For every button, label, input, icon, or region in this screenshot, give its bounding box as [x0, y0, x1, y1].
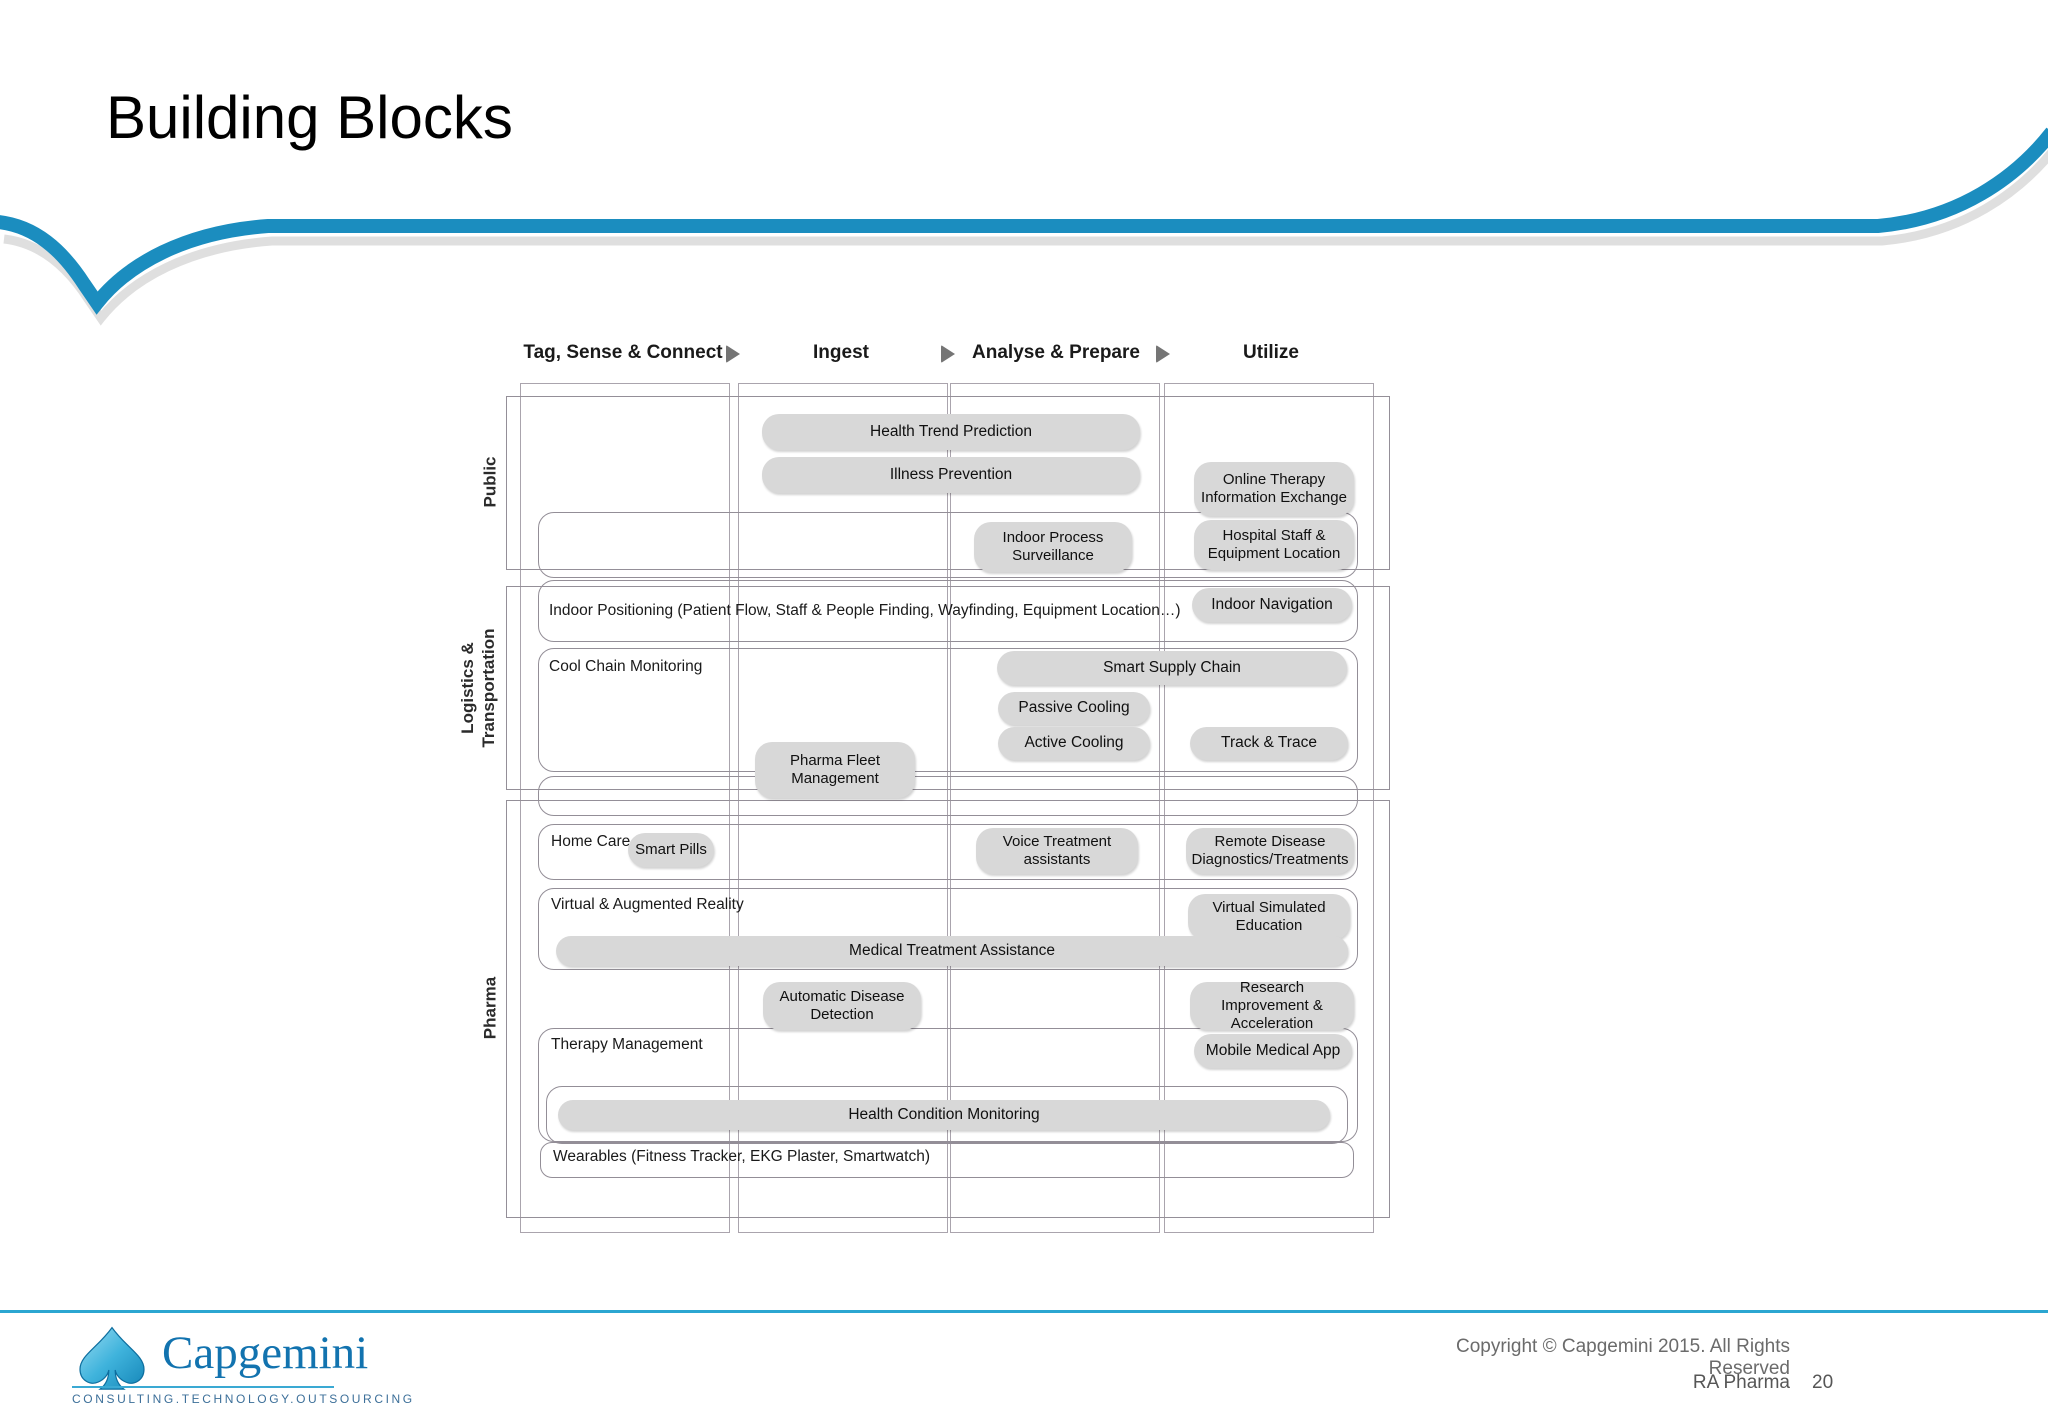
block-active-cooling: Active Cooling — [998, 727, 1150, 760]
group-box-health-condition — [546, 1086, 1348, 1144]
group-label-home-care: Home Care — [551, 833, 631, 850]
block-remote-disease-diagnostics: Remote Disease Diagnostics/Treatments — [1186, 828, 1354, 874]
block-track-trace: Track & Trace — [1190, 727, 1348, 760]
column-box-analyse-prepare — [950, 383, 1160, 1233]
document-label: RA Pharma — [1692, 1372, 1790, 1393]
capgemini-wordmark: Capgemini — [162, 1327, 369, 1379]
group-box-home-care — [538, 824, 1358, 880]
block-indoor-process-surveillance: Indoor Process Surveillance — [974, 522, 1132, 572]
group-label-therapy-management: Therapy Management — [551, 1036, 703, 1053]
capgemini-tagline: CONSULTING.TECHNOLOGY.OUTSOURCING — [72, 1392, 415, 1406]
logo-underline — [72, 1386, 334, 1388]
column-header-tag-sense-connect: Tag, Sense & Connect — [523, 342, 723, 363]
row-box-logistics — [506, 586, 1390, 790]
swoosh-divider — [0, 127, 2048, 326]
block-illness-prevention: Illness Prevention — [762, 457, 1140, 493]
group-box-cool-chain — [538, 648, 1358, 772]
group-box-public-surveillance — [538, 512, 1358, 578]
flow-arrow-icon — [1156, 345, 1170, 363]
row-label-logistics-transportation: Logistics & Transportation — [457, 628, 498, 748]
block-virtual-simulated-education: Virtual Simulated Education — [1188, 894, 1350, 940]
block-smart-supply-chain: Smart Supply Chain — [997, 651, 1347, 685]
page-title: Building Blocks — [106, 84, 513, 151]
column-box-tag-sense-connect — [520, 383, 730, 1233]
column-header-utilize: Utilize — [1243, 342, 1299, 363]
block-automatic-disease-detection: Automatic Disease Detection — [763, 982, 921, 1030]
column-header-ingest: Ingest — [813, 342, 869, 363]
row-box-pharma — [506, 800, 1390, 1218]
group-box-fleet — [538, 776, 1358, 816]
column-box-ingest — [738, 383, 948, 1233]
flow-arrow-icon — [941, 345, 955, 363]
block-voice-treatment-assistants: Voice Treatment assistants — [976, 828, 1138, 874]
group-label-wearables: Wearables (Fitness Tracker, EKG Plaster,… — [553, 1148, 931, 1165]
capgemini-logo: Capgemini CONSULTING.TECHNOLOGY.OUTSOURC… — [72, 1322, 412, 1412]
block-smart-pills: Smart Pills — [628, 833, 714, 867]
footer-rule — [0, 1310, 2048, 1313]
column-box-utilize — [1164, 383, 1374, 1233]
group-label-indoor-positioning: Indoor Positioning (Patient Flow, Staff … — [549, 602, 1181, 619]
row-label-public: Public — [480, 456, 500, 508]
block-passive-cooling: Passive Cooling — [998, 692, 1150, 725]
block-pharma-fleet-management: Pharma Fleet Management — [755, 742, 915, 798]
group-box-therapy-management — [538, 1028, 1358, 1142]
capgemini-spade-icon — [79, 1326, 145, 1390]
block-mobile-medical-app: Mobile Medical App — [1194, 1034, 1352, 1068]
flow-arrow-icon — [726, 345, 740, 363]
row-label-pharma: Pharma — [480, 976, 500, 1040]
group-label-cool-chain: Cool Chain Monitoring — [549, 658, 703, 675]
block-health-condition-monitoring: Health Condition Monitoring — [558, 1100, 1330, 1130]
block-hospital-staff-equipment-location: Hospital Staff & Equipment Location — [1194, 520, 1354, 570]
copyright-text: Copyright © Capgemini 2015. All Rights R… — [1455, 1336, 1790, 1379]
block-indoor-navigation: Indoor Navigation — [1192, 588, 1352, 622]
block-medical-treatment-assistance: Medical Treatment Assistance — [556, 936, 1348, 966]
row-box-public — [506, 396, 1390, 570]
column-header-analyse-prepare: Analyse & Prepare — [972, 342, 1140, 363]
group-box-indoor-positioning — [538, 580, 1358, 642]
block-research-improvement-acceleration: Research Improvement & Acceleration — [1190, 979, 1354, 1032]
group-box-virtual-augmented — [538, 888, 1358, 970]
group-box-wearables — [540, 1142, 1354, 1178]
block-online-therapy-information-exchange: Online Therapy Information Exchange — [1194, 462, 1354, 516]
page-number: 20 — [1812, 1372, 1834, 1393]
group-label-virtual-augmented: Virtual & Augmented Reality — [551, 896, 744, 913]
block-health-trend-prediction: Health Trend Prediction — [762, 414, 1140, 450]
